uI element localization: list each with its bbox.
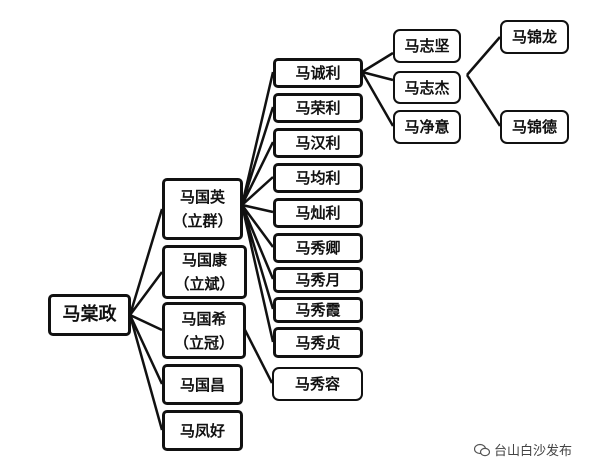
node-label: 马诚利	[295, 64, 341, 82]
node-label: 马秀贞	[295, 333, 341, 352]
node-alias: （立斌）	[174, 275, 235, 293]
wechat-icon	[474, 443, 490, 456]
node-label: 马棠政	[62, 304, 117, 325]
node-gen5: 马锦德	[500, 110, 569, 144]
node-label: 马国康	[181, 251, 227, 269]
node-gen2: 马国希 （立冠）	[162, 302, 246, 359]
node-gen3: 马荣利	[273, 93, 363, 123]
node-gen3: 马秀月	[273, 267, 363, 293]
node-label: 马凤好	[179, 421, 225, 440]
node-gen3: 马诚利	[273, 58, 363, 88]
node-gen2: 马国康 （立斌）	[162, 245, 247, 299]
node-gen3: 马汉利	[273, 128, 363, 158]
node-label: 马国昌	[179, 375, 225, 394]
node-label: 马灿利	[295, 204, 341, 222]
node-alias: （立群）	[172, 212, 233, 230]
node-gen3: 马均利	[273, 163, 363, 193]
node-label: 马志坚	[404, 37, 450, 55]
node-root: 马棠政	[48, 294, 131, 336]
node-label: 马均利	[295, 169, 341, 187]
node-label: 马净意	[404, 118, 450, 136]
node-label: 马锦德	[511, 118, 557, 136]
node-alias: （立冠）	[173, 333, 234, 352]
node-label: 马国希	[181, 309, 227, 328]
node-label: 马秀卿	[295, 239, 341, 257]
node-label: 马国英	[179, 188, 225, 206]
node-label: 马秀容	[294, 375, 340, 393]
node-gen3: 马秀容	[272, 367, 363, 401]
node-gen2: 马凤好	[162, 410, 243, 451]
node-gen3: 马秀霞	[273, 297, 363, 323]
node-gen2: 马国英 （立群）	[162, 178, 243, 240]
node-gen4: 马净意	[393, 110, 461, 144]
node-gen3: 马灿利	[273, 198, 363, 228]
node-label: 马志杰	[404, 78, 450, 97]
watermark-text: 台山白沙发布	[494, 444, 573, 459]
node-gen3: 马秀卿	[273, 233, 363, 263]
node-label: 马汉利	[295, 134, 341, 152]
node-label: 马秀霞	[295, 301, 341, 319]
watermark: 台山白沙发布	[474, 440, 572, 459]
node-gen2: 马国昌	[162, 364, 243, 405]
node-label: 马荣利	[295, 99, 341, 117]
node-gen5: 马锦龙	[500, 20, 569, 54]
node-gen3: 马秀贞	[273, 327, 363, 358]
node-label: 马秀月	[295, 271, 341, 289]
node-gen4: 马志杰	[393, 71, 461, 104]
node-gen4: 马志坚	[393, 29, 461, 63]
node-label: 马锦龙	[511, 28, 557, 46]
